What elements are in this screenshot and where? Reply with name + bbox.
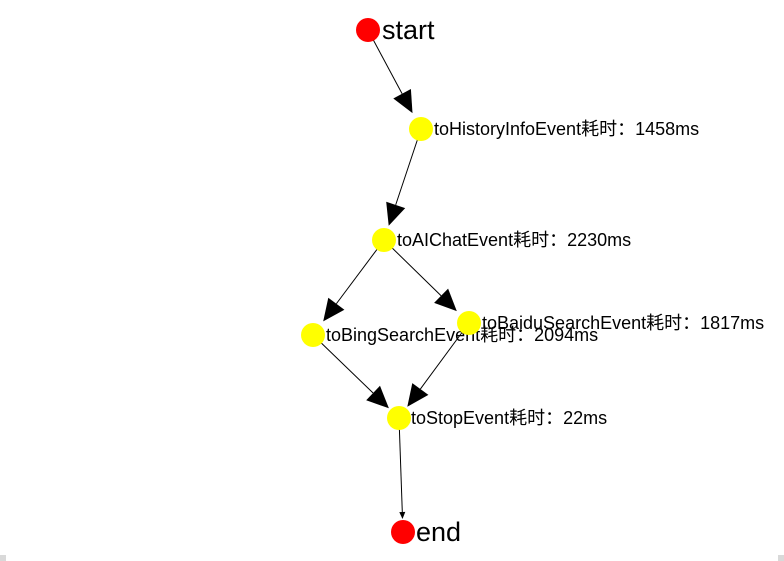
node-stop-label: toStopEvent耗时：22ms [411,408,607,428]
node-bing: toBingSearchEvent耗时：2094ms [301,323,598,347]
arrowhead-history-aichat [386,201,406,226]
node-start-marker [356,18,380,42]
node-start-label: start [382,15,435,45]
edge-aichat-baidu [383,239,442,297]
edge-bing-stop [312,334,374,394]
node-bing-marker [301,323,325,347]
node-end-label: end [416,517,461,547]
node-start: start [356,15,435,45]
arrowhead-start-history [393,89,413,114]
edge-baidu-stop [419,322,470,390]
node-history-marker [409,117,433,141]
node-baidu-marker [457,311,481,335]
arrowhead-baidu-stop [407,383,429,407]
node-bing-label: toBingSearchEvent耗时：2094ms [326,325,598,345]
node-baidu-label: toBaiduSearchEvent耗时：1817ms [482,313,764,333]
node-aichat: toAIChatEvent耗时：2230ms [372,228,631,252]
node-baidu: toBaiduSearchEvent耗时：1817ms [457,311,764,335]
arrowhead-aichat-baidu [434,288,457,312]
frame-corner-bottom-left [0,555,6,561]
node-end: end [391,517,461,547]
nodes-layer: start toHistoryInfoEvent耗时：1458ms toAIChat… [301,15,764,547]
node-aichat-label: toAIChatEvent耗时：2230ms [397,230,631,250]
node-stop-marker [387,406,411,430]
edge-stop-end [398,417,403,513]
node-end-marker [391,520,415,544]
arrowhead-stop-end [399,511,406,519]
arrowhead-bing-stop [366,385,389,409]
edge-aichat-bing [335,239,385,305]
frame-corner-bottom-right [778,555,784,561]
edge-start-history [367,29,403,94]
node-history: toHistoryInfoEvent耗时：1458ms [409,117,699,141]
edges-layer [312,29,470,519]
arrowhead-aichat-bing [323,297,345,322]
node-history-label: toHistoryInfoEvent耗时：1458ms [434,119,699,139]
edge-history-aichat [395,128,422,206]
node-aichat-marker [372,228,396,252]
node-stop: toStopEvent耗时：22ms [387,406,607,430]
